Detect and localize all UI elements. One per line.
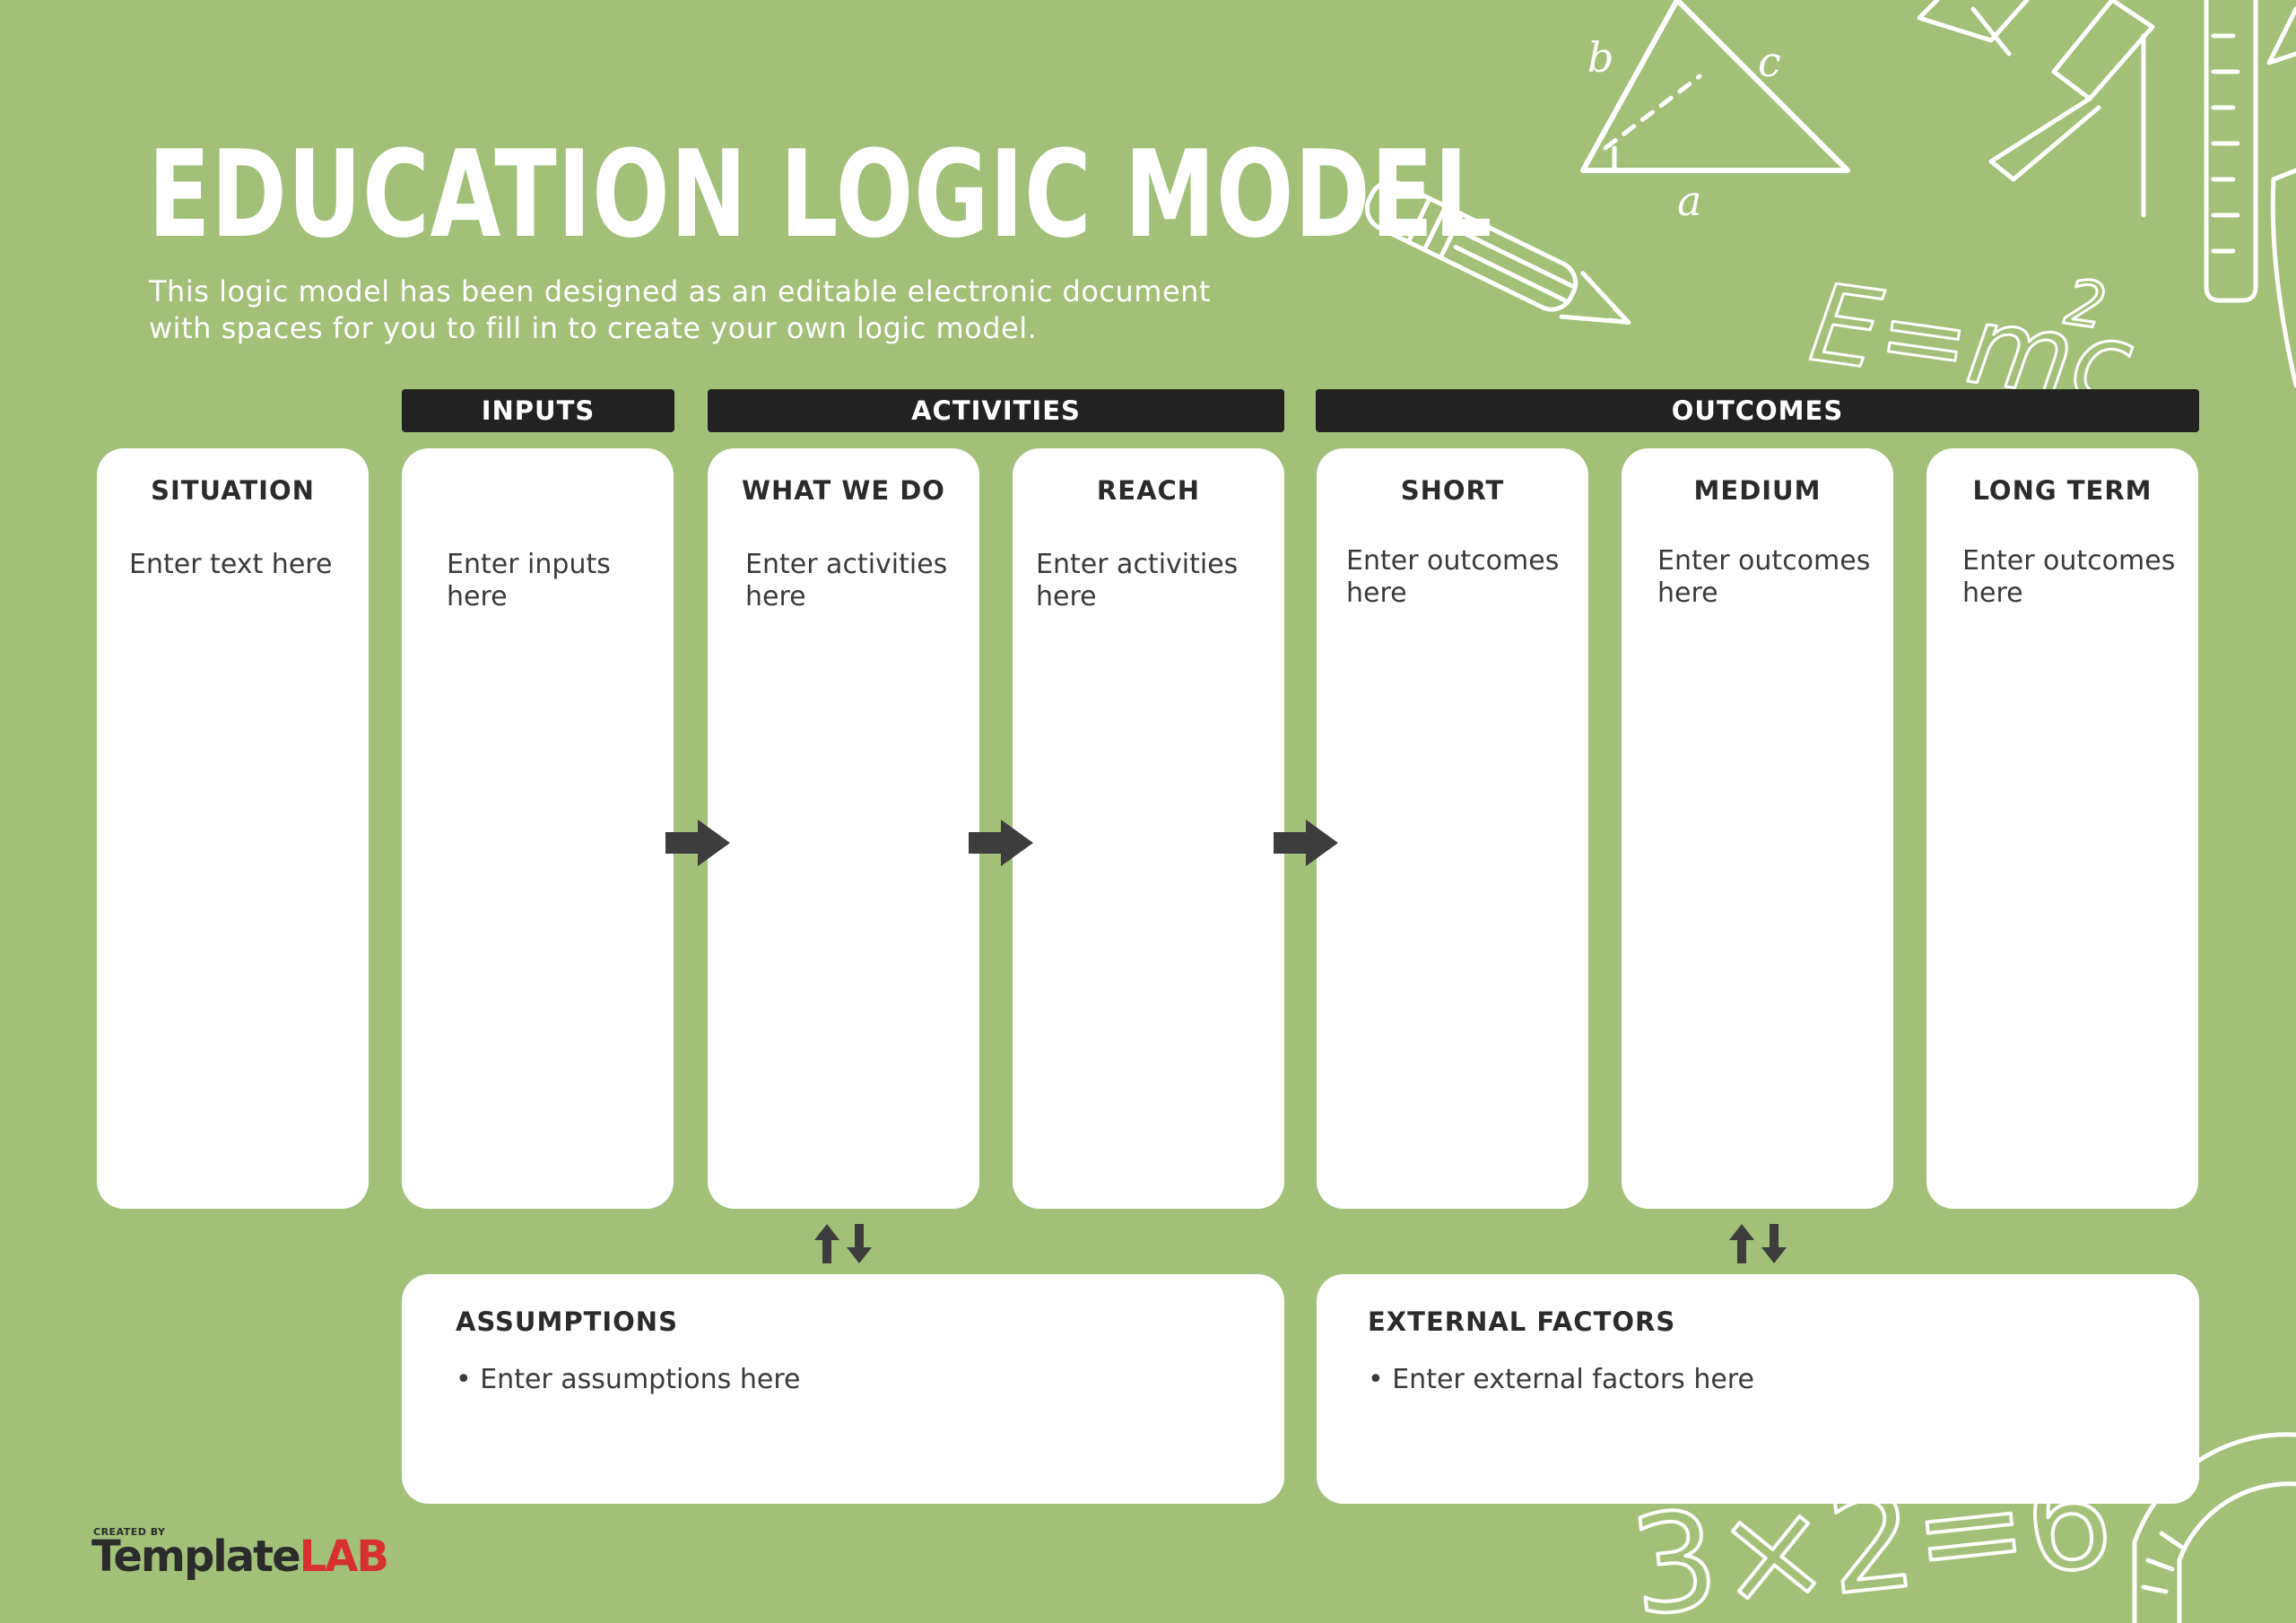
up-down-arrows-icon	[814, 1224, 872, 1263]
pencil-icon	[1364, 179, 1631, 325]
label-a: a	[1677, 177, 1701, 225]
templatelab-logo: TemplateLAB	[91, 1532, 389, 1582]
logo-created-by: CREATED BY	[93, 1526, 166, 1538]
card-long-term[interactable]: LONG TERM Enter outcomes here	[1926, 448, 2198, 1209]
card-text[interactable]: Enter inputs here	[447, 549, 611, 612]
card-text[interactable]: Enter text here	[129, 549, 333, 580]
edge-shape-icon	[2266, 6, 2296, 65]
card-text[interactable]: Enter activities here	[1036, 549, 1239, 612]
page-subtitle: This logic model has been designed as an…	[149, 273, 1315, 347]
section-inputs: INPUTS	[402, 389, 674, 432]
assumptions-item[interactable]: • Enter assumptions here	[456, 1364, 801, 1395]
logo-name-part1: Template	[91, 1532, 301, 1582]
page-title: EDUCATION LOGIC MODEL	[148, 125, 1493, 265]
section-outcomes: OUTCOMES	[1316, 389, 2199, 432]
arrow-right-icon	[969, 820, 1033, 866]
card-situation[interactable]: SITUATION Enter text here	[97, 448, 369, 1209]
triangle-icon: b c a	[1580, 0, 1850, 225]
card-heading: LONG TERM	[1972, 475, 2152, 506]
arrow-right-icon	[1274, 820, 1338, 866]
card-heading: WHAT WE DO	[742, 475, 945, 506]
compass-icon	[1988, 0, 2155, 218]
card-short[interactable]: SHORT Enter outcomes here	[1317, 448, 1588, 1209]
assumptions-heading: ASSUMPTIONS	[456, 1306, 678, 1337]
math-doodles-top: b c a E=mc 2	[1364, 0, 2296, 404]
card-text[interactable]: Enter outcomes here	[1657, 545, 1871, 609]
ruler-icon	[2204, 0, 2258, 303]
external-factors-box[interactable]: EXTERNAL FACTORS • Enter external factor…	[1317, 1274, 2199, 1504]
external-factors-heading: EXTERNAL FACTORS	[1368, 1306, 1676, 1337]
card-heading: REACH	[1096, 475, 1201, 506]
section-activities: ACTIVITIES	[708, 389, 1284, 432]
arrow-right-icon	[665, 820, 730, 866]
external-factors-item[interactable]: • Enter external factors here	[1368, 1364, 1754, 1395]
card-reach[interactable]: REACH Enter activities here	[1013, 448, 1284, 1209]
subtitle-line-2: with spaces for you to fill in to create…	[149, 311, 1038, 345]
label-b: b	[1587, 33, 1613, 82]
set-square-icon	[1917, 0, 2030, 56]
assumptions-box[interactable]: ASSUMPTIONS • Enter assumptions here	[402, 1274, 1284, 1504]
card-heading: SHORT	[1400, 475, 1505, 506]
card-text[interactable]: Enter outcomes here	[1962, 545, 2176, 609]
up-down-arrows-icon	[1729, 1224, 1787, 1263]
card-heading: MEDIUM	[1693, 475, 1822, 506]
card-medium[interactable]: MEDIUM Enter outcomes here	[1622, 448, 1893, 1209]
card-what-we-do[interactable]: WHAT WE DO Enter activities here	[708, 448, 979, 1209]
logo-name-part2: LAB	[299, 1532, 389, 1582]
label-c: c	[1758, 38, 1781, 86]
card-heading: SITUATION	[151, 475, 315, 506]
card-text[interactable]: Enter activities here	[745, 549, 948, 612]
card-text[interactable]: Enter outcomes here	[1346, 545, 1560, 609]
subtitle-line-1: This logic model has been designed as an…	[149, 274, 1211, 308]
card-inputs[interactable]: Enter inputs here	[402, 448, 674, 1209]
edge-curve-icon	[2270, 168, 2296, 388]
